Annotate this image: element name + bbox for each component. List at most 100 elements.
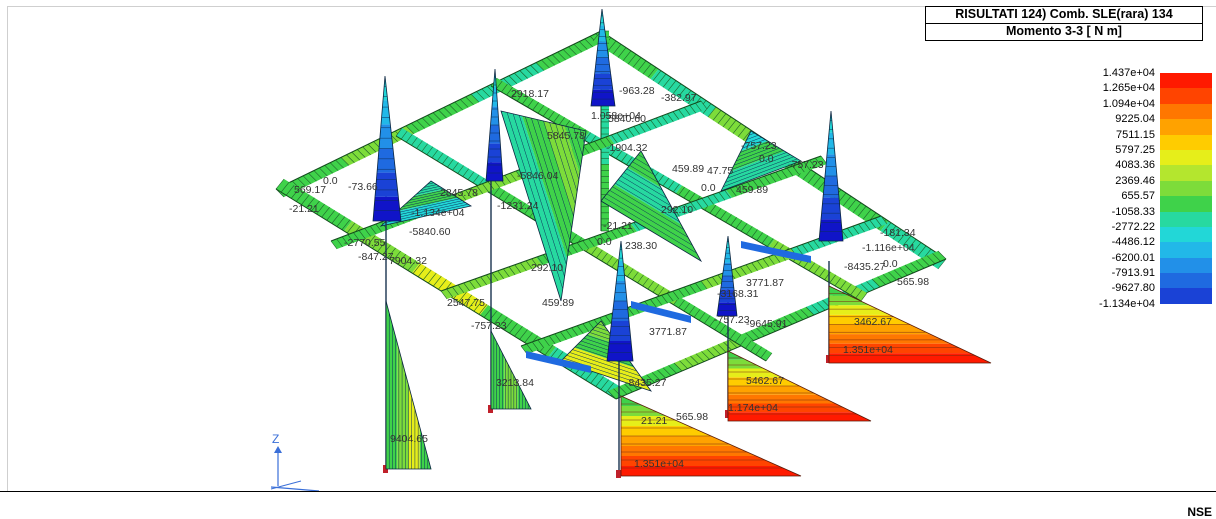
frame-beam-diag1-hatch — [596, 249, 603, 259]
frame-beam-cross3-hatch — [863, 221, 871, 231]
frame-edge-left-front-hatch — [458, 291, 467, 303]
moment-beam-a-band — [543, 121, 580, 216]
frame-beam-diag2-hatch — [720, 211, 727, 220]
frame-edge-left-front-hatch — [493, 313, 503, 324]
diagram-value-label: 459.89 — [736, 184, 768, 196]
frame-edge-right-front-hatch — [690, 355, 699, 365]
frame-beam-cross1-hatch — [798, 163, 805, 173]
legend-color-swatch — [1160, 165, 1212, 182]
moment-spike-5-band — [611, 301, 629, 321]
diagram-value-label: 1.351e+04 — [843, 344, 893, 356]
moment-beam-a-hatch — [537, 119, 572, 229]
moment-ground-1-band — [621, 406, 666, 416]
frame-beam-cross2-hatch — [588, 143, 596, 152]
frame-edge-left-front-hatch — [499, 316, 508, 328]
frame-beam-cross1-hatch — [582, 240, 590, 249]
frame-edge-right-back-hatch — [902, 235, 912, 247]
frame-edge-left-back-hatch — [422, 117, 431, 127]
frame-edge-left-back-hatch — [329, 162, 339, 171]
diagram-value-label: -2770.55 — [344, 237, 386, 249]
frame-beam-cross1-hatch — [764, 175, 771, 185]
moment-beam-b-hatch — [606, 193, 693, 246]
frame-edge-left-front-hatch — [433, 275, 442, 287]
frame-beam-diag2-hatch — [683, 189, 691, 199]
moment-spike-4-band — [825, 154, 837, 176]
diagram-value-label: 5840.60 — [608, 113, 646, 125]
frame-edge-right-front-hatch — [899, 267, 908, 276]
diagram-value-label: -3168.31 — [717, 288, 759, 300]
frame-edge-right-back-hatch — [802, 169, 812, 180]
frame-beam-diag2-hatch — [819, 268, 826, 277]
frame-edge-left-front-hatch — [549, 348, 559, 359]
frame-beam-cross1-hatch — [730, 188, 737, 197]
moment-block — [631, 301, 691, 323]
frame-edge-left-back-hatch — [313, 170, 323, 179]
moment-ground-3-band — [829, 334, 951, 344]
frame-beam-cross2-hatch — [627, 128, 635, 137]
frame-edge-right-front-hatch — [910, 262, 919, 271]
frame-beam-diag1-hatch — [709, 318, 716, 327]
moment-beam-c-hatch — [744, 137, 762, 145]
diagram-value-label: 3462.67 — [854, 316, 892, 328]
frame-beam-cross3-hatch — [667, 293, 674, 302]
frame-edge-right-back-hatch — [607, 40, 617, 52]
moment-beam-c-hatch — [729, 152, 787, 175]
frame-edge-left-back-hatch — [351, 151, 361, 161]
diagram-value-label: 2547.75 — [447, 297, 485, 309]
frame-beam-cross2-hatch — [611, 134, 618, 144]
frame-edge-left-back-hatch — [579, 41, 588, 50]
frame-edge-right-front-hatch — [800, 309, 809, 318]
moment-ground-3-outline — [828, 285, 992, 364]
moment-spike-5-outline — [606, 240, 634, 362]
frame-beam-diag1-hatch — [755, 346, 762, 355]
legend-value: 1.437e+04 — [1102, 67, 1155, 79]
frame-edge-left-front-hatch — [422, 269, 432, 281]
frame-edge-right-back-hatch — [807, 172, 817, 184]
frame-beam-cross3-hatch — [650, 299, 657, 308]
moment-diagram-view[interactable]: 569.170.0-73.66-963.28-382.971.058e+0458… — [8, 7, 1216, 492]
frame-beam-diag1-hatch — [436, 152, 444, 162]
moment-spike-5-band — [614, 281, 627, 301]
legend-color-swatch — [1160, 149, 1212, 166]
frame-edge-right-back-hatch — [672, 83, 682, 95]
moment-spike-1-band — [379, 124, 393, 149]
frame-beam-cross1-hatch — [792, 165, 799, 175]
frame-edge-right-back-hatch — [677, 86, 687, 98]
frame-beam-diag1-hatch — [442, 155, 449, 165]
frame-edge-right-front-hatch — [651, 372, 661, 381]
frame-edge-left-front-hatch — [321, 207, 330, 218]
frame-edge-right-front-hatch — [893, 269, 903, 278]
frame-edge-left-back-hatch — [427, 115, 436, 124]
moment-beam-b-hatch — [629, 165, 659, 183]
frame-beam-cross2-hatch — [358, 230, 366, 239]
frame-edge-left-front-hatch — [372, 238, 381, 249]
frame-edge-right-front-hatch — [684, 358, 694, 367]
moment-beam-c-hatch — [723, 158, 798, 187]
result-quantity-title: Momento 3-3 [ N m] — [1006, 24, 1122, 38]
frame-edge-right-front-hatch — [811, 304, 820, 313]
frame-edge-left-back-hatch — [508, 75, 518, 84]
frame-edge-left-front-hatch — [509, 322, 518, 334]
frame-beam-cross2-hatch — [605, 136, 612, 146]
frame-edge-left-front-hatch — [306, 197, 315, 208]
frame-beam-cross3-hatch — [773, 254, 781, 263]
frame-beam-cross3-hatch — [526, 343, 533, 353]
frame-edge-left-front-hatch — [600, 379, 610, 390]
moment-beam-c-band — [731, 141, 785, 171]
frame-beam-diag2-hatch — [667, 180, 675, 190]
frame-edge-left-front-hatch — [407, 260, 417, 271]
frame-edge-right-front-hatch — [877, 276, 886, 285]
frame-edge-right-back-hatch — [737, 126, 747, 138]
frame-beam-cross3-hatch — [841, 230, 848, 239]
moment-beam-b-hatch — [615, 182, 680, 222]
frame-beam-cross3-hatch — [813, 240, 820, 249]
frame-beam-diag1-hatch — [452, 162, 459, 171]
frame-beam-cross1-hatch — [571, 244, 578, 253]
frame-edge-right-front-hatch — [679, 360, 688, 369]
moment-beam-e-hatch — [413, 189, 446, 198]
frame-edge-right-back-hatch — [732, 123, 742, 134]
frame-edge-right-front-hatch — [937, 250, 947, 260]
frame-beam-cross1-hatch — [769, 173, 777, 183]
diagram-value-label: -8435.27 — [625, 377, 667, 389]
